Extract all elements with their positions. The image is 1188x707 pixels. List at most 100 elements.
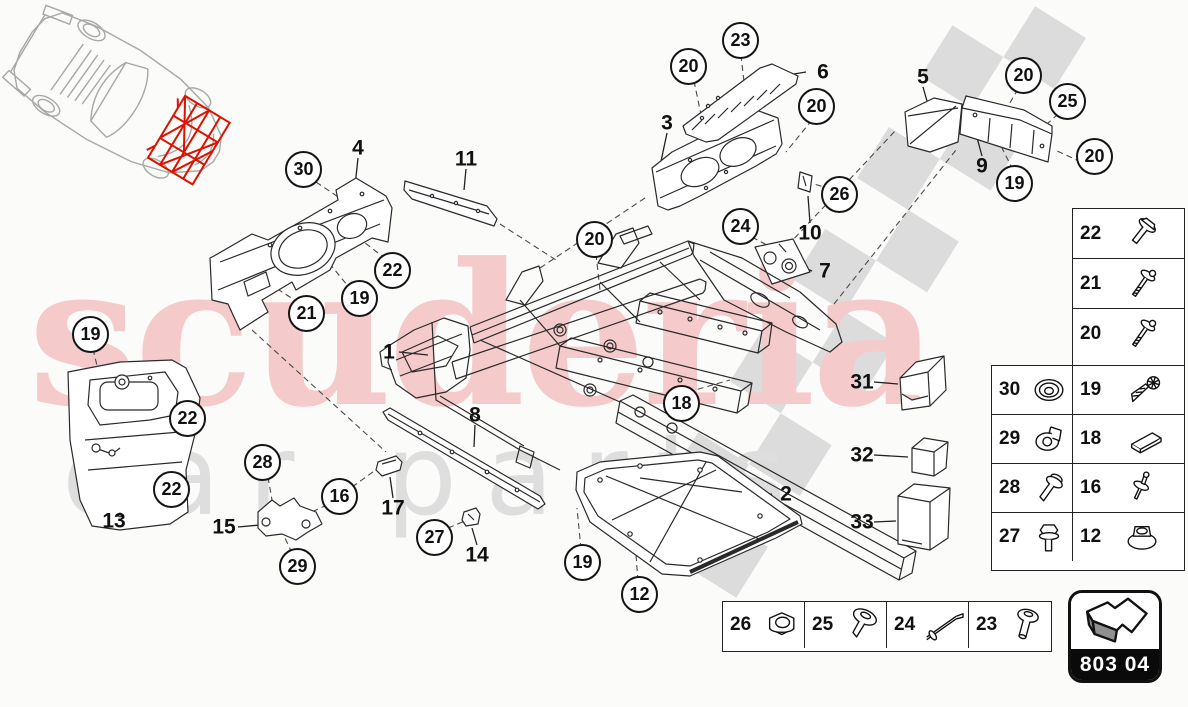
part-15-bracket — [257, 497, 323, 541]
callout-19[interactable]: 19 — [996, 165, 1033, 202]
screw-roundhead-icon — [1000, 606, 1051, 644]
legend-item-number: 20 — [1080, 322, 1102, 344]
part-label-13[interactable]: 13 — [102, 509, 126, 533]
part-1-frame-assembly — [379, 225, 917, 581]
legend-item-number: 30 — [999, 379, 1021, 400]
part-17-clip-plate — [375, 455, 403, 477]
callout-22[interactable]: 22 — [153, 471, 190, 508]
part-label-9[interactable]: 9 — [976, 154, 988, 178]
callout-24[interactable]: 24 — [722, 208, 759, 245]
part-32-box — [911, 437, 949, 477]
part-8-sill-strip — [382, 407, 546, 510]
part-label-17[interactable]: 17 — [381, 496, 405, 520]
callout-20[interactable]: 20 — [670, 48, 707, 85]
rivet-pin-icon — [918, 606, 968, 644]
legend-row: 20 — [1073, 309, 1184, 358]
callout-23[interactable]: 23 — [722, 22, 759, 59]
part-label-8[interactable]: 8 — [469, 403, 481, 427]
legend-right-grid: 30 19 29 18 28 16 27 12 — [991, 365, 1185, 571]
part-label-2[interactable]: 2 — [780, 482, 792, 506]
grommet-icon — [1023, 371, 1072, 409]
rivet-small-icon — [1104, 469, 1179, 507]
part-label-4[interactable]: 4 — [352, 136, 364, 160]
part-label-10[interactable]: 10 — [798, 221, 822, 245]
legend-item-29: 29 — [992, 415, 1073, 463]
callout-19[interactable]: 19 — [72, 316, 109, 353]
callout-27[interactable]: 27 — [416, 519, 453, 556]
part-9-rail — [959, 95, 1053, 163]
legend-item-18: 18 — [1073, 415, 1183, 463]
legend-row: 21 — [1073, 259, 1184, 309]
part-label-7[interactable]: 7 — [819, 259, 831, 283]
part-label-6[interactable]: 6 — [817, 60, 829, 84]
legend-item-27: 27 — [992, 513, 1073, 561]
part-label-5[interactable]: 5 — [917, 65, 929, 89]
legend-item-22: 22 — [1073, 209, 1183, 258]
page-code: 803 04 — [1071, 649, 1159, 680]
callout-18[interactable]: 18 — [663, 385, 700, 422]
legend-item-number: 23 — [976, 614, 998, 635]
car-top-view — [1, 4, 232, 186]
part-label-15[interactable]: 15 — [212, 515, 236, 539]
part-33-box — [897, 483, 951, 551]
legend-item-number: 12 — [1080, 526, 1102, 547]
screw-bighead-icon — [836, 606, 886, 644]
legend-item-26: 26 — [723, 602, 805, 648]
stud-cap-icon — [1023, 469, 1072, 507]
legend-item-number: 18 — [1080, 428, 1102, 449]
nut-flange-icon — [1023, 420, 1072, 458]
part-label-11[interactable]: 11 — [454, 147, 478, 171]
callout-26[interactable]: 26 — [821, 176, 858, 213]
legend-right-top: 22 21 20 — [1072, 208, 1185, 366]
legend-item-number: 22 — [1080, 222, 1102, 244]
part-3-cross-panel — [651, 109, 783, 211]
callout-22[interactable]: 22 — [374, 252, 411, 289]
callout-28[interactable]: 28 — [244, 444, 281, 481]
legend-item-16: 16 — [1073, 464, 1183, 512]
part-label-32[interactable]: 32 — [850, 443, 874, 467]
callout-21[interactable]: 21 — [288, 295, 325, 332]
legend-row: 29 18 — [992, 415, 1184, 464]
legend-item-21: 21 — [1073, 259, 1183, 308]
legend-item-number: 26 — [730, 614, 752, 635]
part-label-31[interactable]: 31 — [850, 370, 874, 394]
callout-22[interactable]: 22 — [169, 400, 206, 437]
callout-19[interactable]: 19 — [564, 544, 601, 581]
callout-20[interactable]: 20 — [1005, 57, 1042, 94]
callout-16[interactable]: 16 — [321, 478, 358, 515]
part-11-strip — [403, 180, 498, 227]
part-6-top-plate — [682, 63, 799, 143]
legend-row: 22 — [1073, 209, 1184, 259]
legend-row: 28 16 — [992, 464, 1184, 513]
part-5-gusset — [904, 97, 963, 153]
callout-20[interactable]: 20 — [1076, 138, 1113, 175]
nut-hex-flange-icon — [754, 606, 804, 644]
part-label-14[interactable]: 14 — [465, 543, 489, 567]
part-10-bracket — [797, 171, 813, 193]
callout-12[interactable]: 12 — [621, 576, 658, 613]
callout-29[interactable]: 29 — [279, 548, 316, 585]
part-label-3[interactable]: 3 — [661, 111, 673, 135]
pad-icon — [1104, 420, 1179, 458]
callout-20[interactable]: 20 — [798, 88, 835, 125]
callout-30[interactable]: 30 — [285, 151, 322, 188]
legend-item-19: 19 — [1073, 366, 1183, 414]
rivet-long-icon — [1104, 265, 1179, 303]
legend-item-number: 25 — [812, 614, 834, 635]
callout-20[interactable]: 20 — [576, 221, 613, 258]
legend-row: 30 19 — [992, 366, 1184, 415]
legend-item-number: 19 — [1080, 379, 1102, 400]
part-label-1[interactable]: 1 — [383, 340, 395, 364]
arrow-down-right-icon — [1071, 593, 1159, 649]
legend-item-number: 28 — [999, 477, 1021, 498]
legend-item-number: 27 — [999, 526, 1021, 547]
callout-19[interactable]: 19 — [341, 280, 378, 317]
part-31-box — [899, 355, 947, 411]
part-label-33[interactable]: 33 — [850, 510, 874, 534]
callout-25[interactable]: 25 — [1049, 83, 1086, 120]
